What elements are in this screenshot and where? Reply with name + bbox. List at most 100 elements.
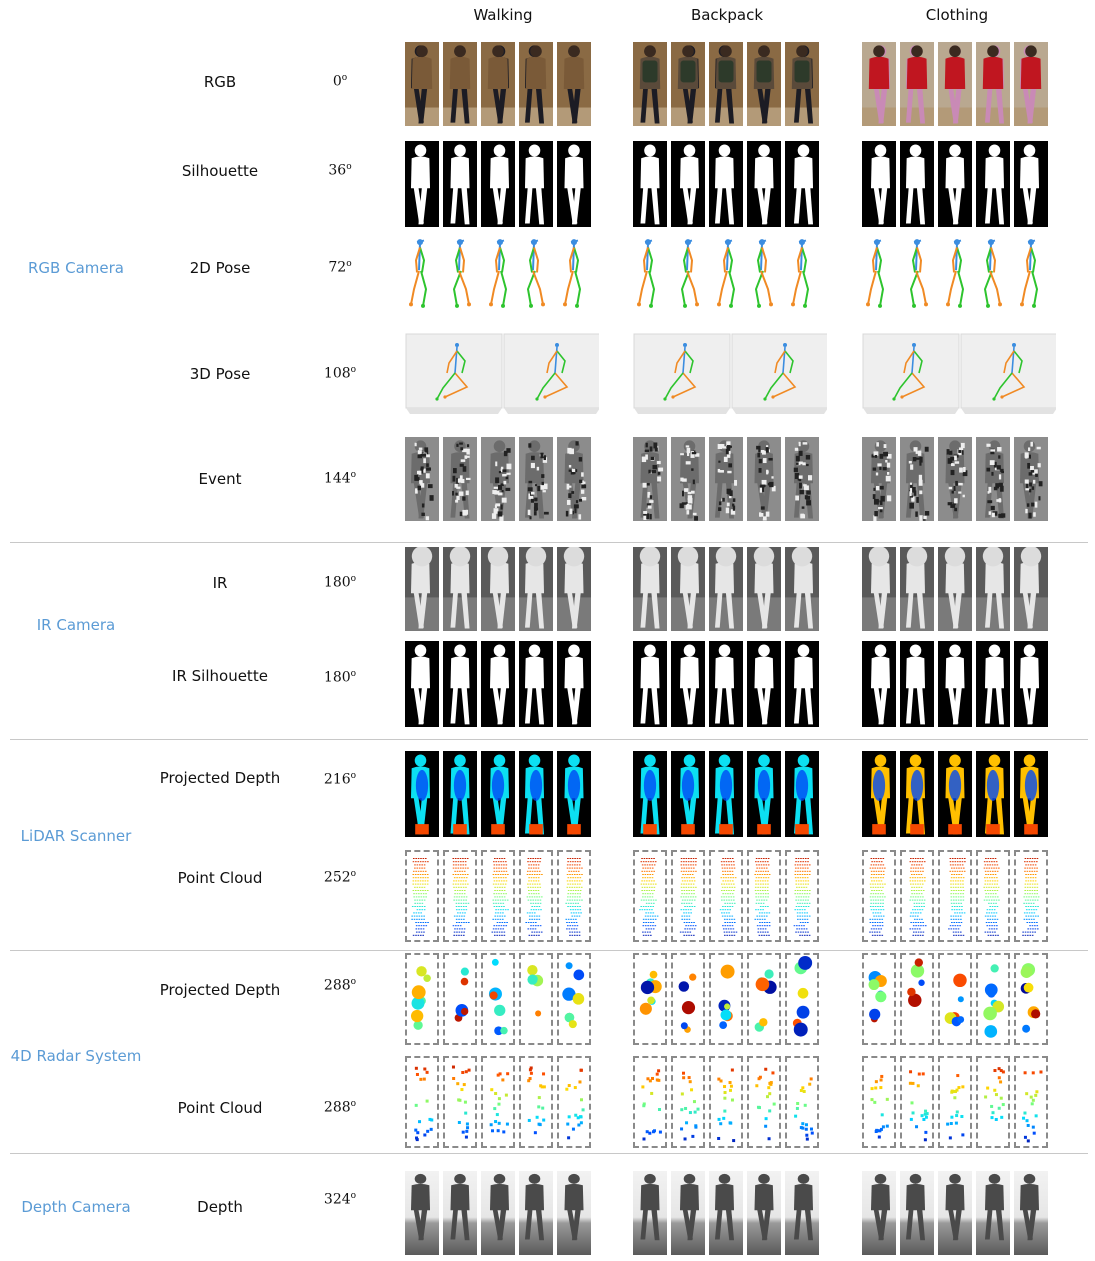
frame-graphic (519, 641, 553, 727)
image-strip-event-clothing (862, 437, 1048, 521)
frame-graphic (519, 437, 553, 521)
image-frame (443, 547, 477, 631)
image-frame (519, 437, 553, 521)
image-frame (557, 751, 591, 837)
frame-graphic (711, 1058, 741, 1146)
image-frame (1014, 236, 1048, 312)
frame-graphic (747, 547, 781, 631)
image-strip-ir-clothing (862, 547, 1048, 631)
image-strip-lidardepth-walking (405, 751, 591, 837)
frame-graphic (483, 955, 513, 1043)
angle-label: 180o (323, 669, 357, 686)
frame-graphic (747, 1171, 781, 1255)
image-frame (519, 236, 553, 312)
image-frame (443, 1171, 477, 1255)
frame-graphic (976, 547, 1010, 631)
pose3d-panel (862, 333, 1056, 415)
image-frame (785, 547, 819, 631)
frame-graphic (976, 437, 1010, 521)
frame-graphic (1014, 751, 1048, 837)
image-frame (900, 547, 934, 631)
image-frame (557, 850, 591, 942)
frame-graphic (481, 641, 515, 727)
image-frame (443, 641, 477, 727)
image-frame (938, 751, 972, 837)
modality-label-depth: Depth (197, 1198, 243, 1216)
image-frame (900, 437, 934, 521)
angle-label: 288o (323, 1099, 357, 1116)
sensor-label-depth-camera: Depth Camera (21, 1198, 131, 1216)
image-frame (785, 850, 819, 942)
frame-graphic (481, 141, 515, 227)
frame-graphic (443, 1171, 477, 1255)
frame-graphic (633, 42, 667, 126)
image-frame (938, 437, 972, 521)
image-frame (900, 141, 934, 227)
image-frame (405, 547, 439, 631)
frame-graphic (709, 141, 743, 227)
image-frame (747, 1171, 781, 1255)
frame-graphic (862, 751, 896, 837)
frame-graphic (1014, 641, 1048, 727)
image-frame (938, 641, 972, 727)
frame-graphic (978, 1058, 1008, 1146)
frame-graphic (785, 236, 819, 312)
image-frame (443, 42, 477, 126)
image-strip-lidardepth-backpack (633, 751, 819, 837)
image-frame (671, 641, 705, 727)
sensor-label-4d-radar-system: 4D Radar System (10, 1047, 142, 1065)
image-frame (1014, 547, 1048, 631)
frame-graphic (405, 547, 439, 631)
image-frame (633, 141, 667, 227)
frame-graphic (519, 141, 553, 227)
image-frame (785, 641, 819, 727)
frame-graphic (785, 141, 819, 227)
pose3d-panel (405, 333, 599, 415)
frame-graphic (787, 852, 817, 940)
image-frame (709, 1171, 743, 1255)
frame-graphic (711, 852, 741, 940)
frame-graphic (902, 852, 932, 940)
angle-label: 216o (323, 771, 357, 788)
image-frame (443, 751, 477, 837)
image-frame (900, 641, 934, 727)
image-strip-sil-backpack (633, 641, 819, 727)
frame-graphic (747, 141, 781, 227)
frame-graphic (481, 751, 515, 837)
image-frame (1014, 437, 1048, 521)
image-frame (481, 751, 515, 837)
angle-label: 72o (328, 259, 352, 276)
frame-graphic (443, 547, 477, 631)
image-strip-sil-clothing (862, 641, 1048, 727)
image-strip-pose3d-clothing (862, 333, 1056, 415)
image-frame (862, 751, 896, 837)
image-frame (938, 1171, 972, 1255)
modality-label-ir: IR (212, 574, 228, 592)
frame-graphic (902, 1058, 932, 1146)
image-strip-radarpc-clothing (862, 1056, 1048, 1148)
image-frame (900, 850, 934, 942)
frame-graphic (1016, 1058, 1046, 1146)
image-frame (405, 42, 439, 126)
frame-graphic (671, 1171, 705, 1255)
frame-graphic (635, 852, 665, 940)
frame-graphic (671, 42, 705, 126)
image-frame (405, 1171, 439, 1255)
image-frame (747, 141, 781, 227)
image-frame (747, 42, 781, 126)
image-frame (633, 437, 667, 521)
frame-graphic (673, 955, 703, 1043)
sensor-label-rgb-camera: RGB Camera (28, 259, 124, 277)
frame-graphic (976, 141, 1010, 227)
image-frame (671, 141, 705, 227)
image-frame (709, 751, 743, 837)
modality-label-radar-projected-depth: Projected Depth (159, 981, 281, 999)
frame-graphic (747, 751, 781, 837)
image-strip-lidarpc-clothing (862, 850, 1048, 942)
frame-graphic (862, 42, 896, 126)
image-frame (481, 1056, 515, 1148)
image-frame (443, 141, 477, 227)
frame-graphic (559, 1058, 589, 1146)
image-frame (747, 953, 781, 1045)
modality-label-lidar-point-cloud: Point Cloud (177, 869, 263, 887)
